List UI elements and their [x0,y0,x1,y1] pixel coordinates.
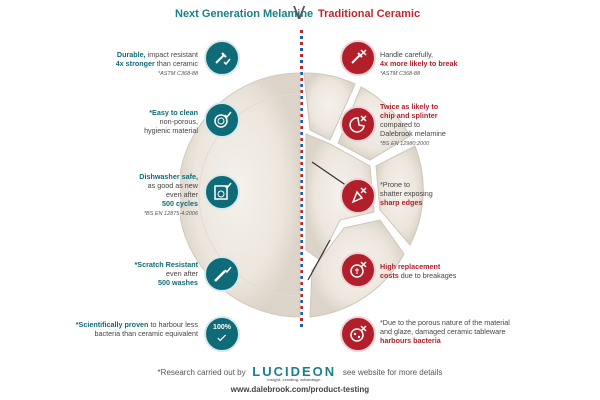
left-item-bold: Durable, [116,50,146,59]
left-item-bold: *Scientifically proven [75,320,149,329]
cost-cross-icon [340,252,376,288]
lucideon-logo: LUCIDEON insight. creating. advantage. [252,364,336,382]
right-item-text: *Prone to [380,180,410,189]
melamine-title: Next Generation Melamine [175,8,314,20]
left-item-text: impact resistant [145,50,198,59]
ceramic-title: Traditional Ceramic [318,8,421,20]
right-item-bold: 4x more likely to break [380,59,458,68]
right-item-bold: chip and splinter [380,111,438,120]
left-item-text: as good as new [147,181,198,190]
footnote: *BS EN 12875-4:2006 [143,211,198,217]
right-item-bold: costs [380,271,399,280]
shard-cross-icon [340,178,376,214]
left-item-text: bacteria than ceramic equivalent [94,329,198,338]
knife-check-icon [204,256,240,292]
dishwasher-check-icon [204,174,240,210]
credit-suffix: see website for more details [342,368,443,378]
versus-mark: V [293,3,306,24]
left-item-text: even after [166,190,198,199]
center-divider [300,30,303,330]
right-item-text: shatter exposing [380,189,433,198]
credit-prefix: *Research carried out by [157,368,246,378]
right-item-text: compared to [380,120,420,129]
left-item-bold: Dishwasher safe, [139,172,198,181]
footnote: *ASTM C368-88 [157,71,198,77]
logo-tagline: insight. creating. advantage. [267,377,322,382]
right-item-bold: High replacement [380,262,441,271]
left-item-bold: 500 washes [158,278,198,287]
right-item-text: and glaze, damaged ceramic tableware [380,327,506,336]
percent-badge: 100% [213,324,231,331]
right-item-bold: harbours bacteria [380,336,441,345]
logo-text: LUCIDEON [252,364,337,379]
plate-check-icon [204,102,240,138]
left-item-bold: 500 cycles [162,199,198,208]
footnote: *ASTM C368-88 [380,71,421,77]
footnote: *BS EN 12980:2000 [380,141,430,147]
left-item-text: hygienic material [144,126,198,135]
right-item-bold: Twice as likely to [380,102,439,111]
chipped-plate-cross-icon [340,106,376,142]
left-item-bold: *Scratch Resistant [134,260,198,269]
left-item-bold: 4x stronger [115,59,155,68]
right-item-text: Handle carefully, [380,50,433,59]
left-item-text: than ceramic [154,59,198,68]
right-item-text: *Due to the porous nature of the materia… [380,318,510,327]
bacteria-cross-icon [340,316,376,352]
antibacterial-check-icon: 100% [204,316,240,352]
left-item-text: even after [166,269,198,278]
right-item-text: due to breakages [398,271,457,280]
hammer-cross-icon [340,40,376,76]
left-item-text: to harbour less [148,320,198,329]
right-item-bold: sharp edges [380,198,423,207]
hammer-check-icon [204,40,240,76]
website-link[interactable]: www.dalebrook.com/product-testing [230,385,370,394]
left-item-bold: *Easy to clean [149,108,198,117]
left-item-text: non-porous, [159,117,198,126]
right-item-text: Dalebrook melamine [380,129,446,138]
research-credit: *Research carried out by LUCIDEON insigh… [0,364,600,382]
